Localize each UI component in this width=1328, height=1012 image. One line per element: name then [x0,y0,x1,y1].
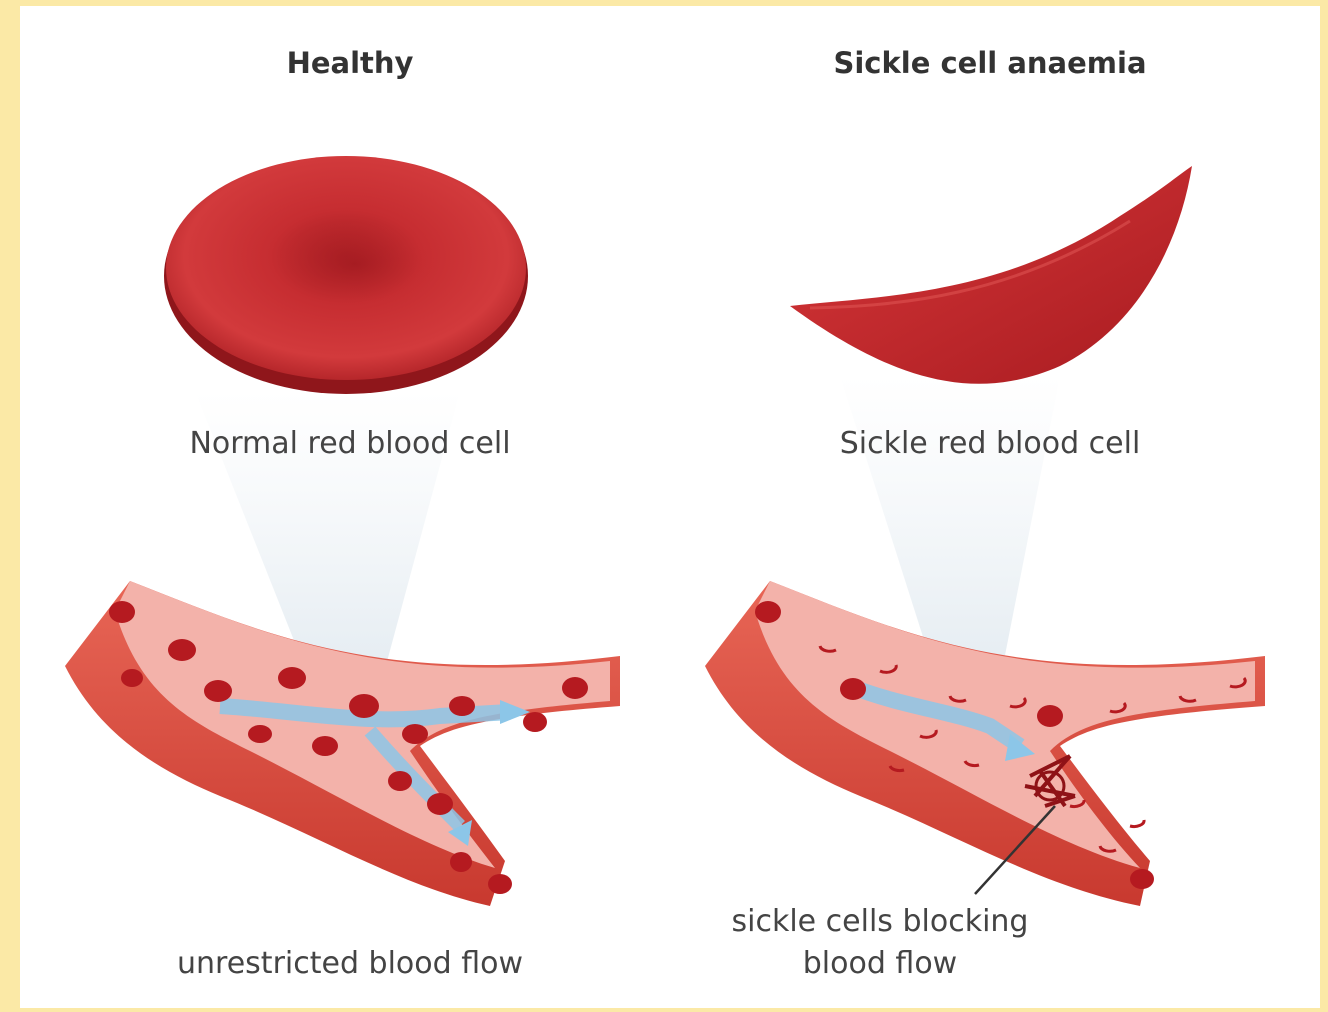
sickle-cell-label: Sickle red blood cell [790,426,1190,461]
sickle-heading: Sickle cell anaemia [790,46,1190,80]
normal-red-blood-cell-icon [164,156,528,394]
blocking-flow-label-line2: blood flow [680,946,1080,981]
sickle-red-blood-cell-icon [790,166,1192,384]
healthy-heading: Healthy [200,46,500,80]
normal-cell-label: Normal red blood cell [140,426,560,461]
blocking-flow-label-line1: sickle cells blocking [680,904,1080,939]
diagram-artwork [20,6,1320,1008]
diagram-panel: Healthy Sickle cell anaemia Normal red b… [20,6,1320,1008]
unrestricted-flow-label: unrestricted blood flow [140,946,560,981]
